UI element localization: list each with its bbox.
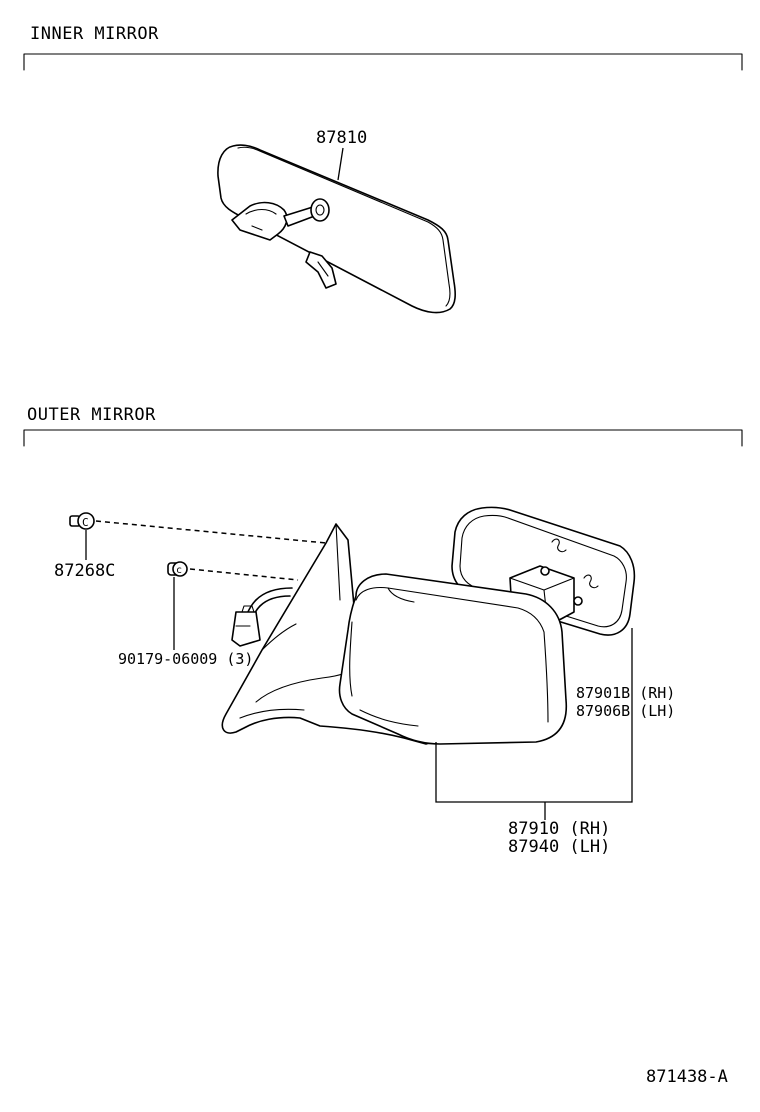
nut-icon: c [167, 561, 188, 577]
outer-mirror-illustration [221, 506, 636, 820]
nut-fastening-dashed-line [189, 568, 299, 581]
mirror-assy-lh-part-number: 87940 (LH) [508, 837, 610, 857]
inner-mirror-section-title: INNER MIRROR [30, 24, 159, 44]
mirror-glass-lh-part-number: 87906B (LH) [576, 702, 675, 720]
inner-mirror-section-bracket [23, 53, 743, 71]
screw-icon: C [69, 512, 95, 530]
screw-fastening-dashed-line [95, 520, 327, 544]
figure-id: 871438-A [646, 1067, 728, 1087]
inner-mirror-part-number: 87810 [316, 128, 367, 148]
svg-text:c: c [176, 565, 182, 576]
svg-text:C: C [82, 516, 89, 529]
screw-part-number: 87268C [54, 561, 115, 581]
inner-mirror-illustration [217, 144, 456, 314]
mirror-glass-rh-part-number: 87901B (RH) [576, 684, 675, 702]
outer-mirror-section-title: OUTER MIRROR [27, 405, 156, 425]
nut-part-number: 90179-06009 (3) [118, 650, 253, 668]
outer-mirror-section-bracket [23, 429, 743, 447]
mirror-assy-rh-part-number: 87910 (RH) [508, 819, 610, 839]
